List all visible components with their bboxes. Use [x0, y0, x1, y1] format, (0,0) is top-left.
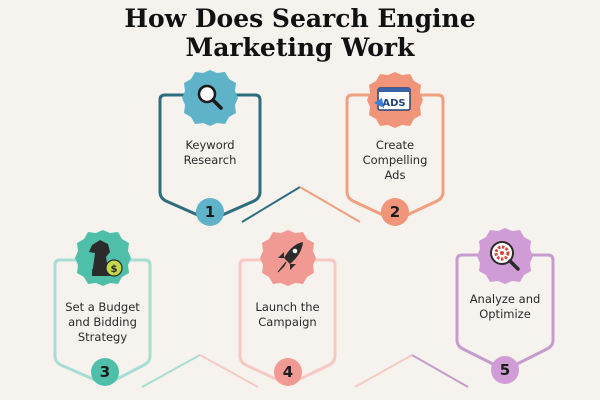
diagram-title: How Does Search Engine Marketing Work [0, 4, 600, 62]
step-5-number-badge [491, 356, 519, 384]
magnifier-icon [197, 84, 223, 110]
step-5 [455, 228, 555, 384]
step-4-number: 4 [282, 363, 294, 381]
step-2-label: Create Compelling Ads [362, 138, 428, 182]
step-5-frame [455, 253, 496, 367]
step-1-number: 1 [204, 203, 216, 221]
title-line-1: How Does Search Engine [124, 4, 476, 33]
title-line-2: Marketing Work [185, 33, 415, 62]
step-1-label: Keyword Research [183, 138, 237, 167]
connector-4-5 [354, 354, 413, 388]
connector-1-2 [241, 186, 301, 223]
step-3-number: 3 [99, 363, 111, 381]
step-4-label: Launch the Campaign [255, 300, 320, 329]
step-1-frame-right [219, 93, 262, 218]
step-3-frame [53, 258, 96, 382]
gear-magnifier-icon [490, 241, 520, 271]
svg-text:$: $ [111, 264, 118, 275]
rocket-icon [277, 242, 303, 273]
connector-3-4b [199, 354, 259, 388]
step-1-number-badge [196, 198, 224, 226]
ads-browser-icon: ADS [374, 87, 411, 111]
step-2-frame-right [404, 93, 445, 218]
step-2-number-badge [381, 198, 409, 226]
step-5-label: Analyze and Optimize [469, 292, 541, 321]
step-2-number: 2 [389, 203, 401, 221]
connector-3-4 [141, 354, 201, 388]
step-5-number: 5 [499, 361, 511, 379]
step-4-frame-right [297, 258, 337, 382]
chess-knight-coin-icon: $ [89, 240, 123, 277]
step-2-frame [345, 93, 386, 218]
ads-icon-text: ADS [382, 98, 405, 109]
step-4-number-badge [274, 358, 302, 386]
step-2: ADS [345, 72, 445, 226]
connector-4-5b [411, 354, 469, 388]
step-4 [238, 230, 337, 386]
step-3-number-badge [91, 358, 119, 386]
connector-1-2b [299, 186, 361, 223]
step-1 [158, 70, 262, 226]
step-3-label: Set a Budget and Bidding Strategy [65, 300, 140, 344]
step-5-frame-right [514, 253, 555, 367]
step-3-frame-right [114, 258, 152, 382]
step-1-frame [158, 93, 201, 218]
step-3: $ [53, 230, 152, 386]
step-4-frame [238, 258, 279, 382]
